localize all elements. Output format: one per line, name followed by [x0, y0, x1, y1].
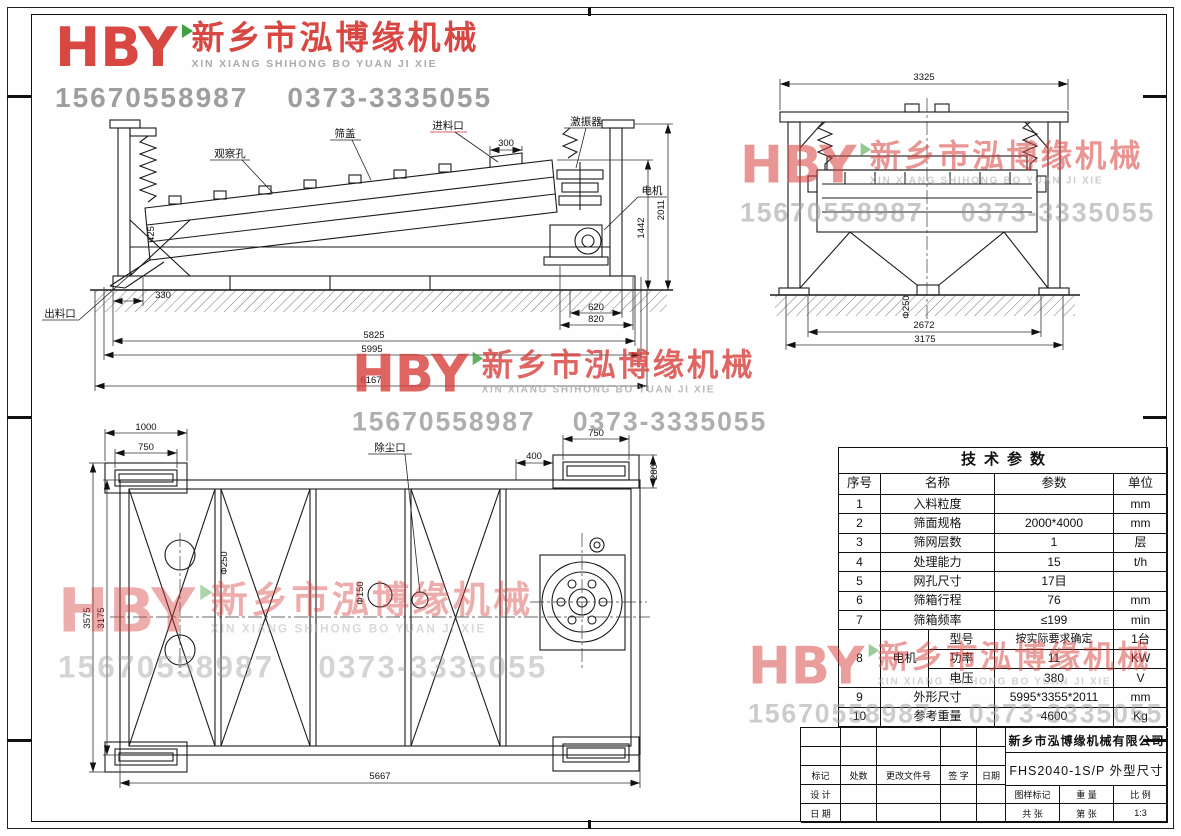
motor-name-cell: 电机: [880, 629, 929, 689]
dim-hole-big: Φ250: [219, 551, 230, 574]
rev-header-sign: 签 字: [941, 766, 977, 785]
col-header-value: 参数: [994, 473, 1114, 495]
dim-slot-left: 750: [138, 442, 154, 453]
end-view-dimension-lines: [779, 79, 1069, 350]
params-title-row: 技术参数: [838, 447, 1168, 474]
centering-mark: [1143, 739, 1167, 742]
centering-mark: [7, 739, 31, 742]
date-label: 日 期: [801, 804, 841, 823]
col-header-unit: 单位: [1113, 473, 1168, 495]
dim-inner-width: 2672: [913, 320, 934, 331]
title-block: 标记 处数 更改文件号 签 字 日期 设 计 日 期 新乡市泓博缘机械有限公司 …: [800, 727, 1168, 823]
mark-label: 图样标记: [1006, 786, 1060, 804]
end-view-structure: [770, 103, 1080, 316]
rev-header-count: 处数: [841, 766, 877, 785]
dim-top-width: 3325: [913, 72, 934, 83]
dim-length-c: 6167: [360, 375, 381, 386]
side-view-part-labels: 观察孔 筛盖 进料口 激振器 电机 出料口: [42, 115, 667, 321]
rev-header-mark: 标记: [801, 766, 841, 785]
label-screen-cover: 筛盖: [335, 127, 356, 140]
sheet-no: 第 张: [1060, 804, 1114, 823]
centering-mark: [1143, 416, 1167, 419]
dim-outer-width: 3575: [82, 607, 93, 628]
rev-header-date: 日期: [977, 766, 1006, 785]
dim-total-height: 2011: [656, 200, 667, 220]
rev-header-docno: 更改文件号: [877, 766, 941, 785]
dim-inlet-width: 300: [498, 138, 514, 149]
scale-value: 1:3: [1114, 804, 1168, 823]
centering-mark: [7, 416, 31, 419]
dim-gap: 400: [526, 451, 542, 462]
top-view-drawing: 1000 750 750 400 280 3575 3175 5667 Φ250…: [82, 422, 660, 788]
col-header-no: 序号: [838, 473, 881, 495]
dim-hole-small: Φ150: [355, 581, 366, 604]
dim-motor-span-b: 820: [588, 314, 604, 325]
dim-base-offset: 330: [155, 290, 171, 301]
side-view-structure: [90, 119, 673, 312]
params-title: 技术参数: [838, 447, 1168, 474]
dim-outer-width: 3175: [914, 334, 935, 345]
centering-mark: [588, 820, 591, 829]
centering-mark: [1143, 95, 1167, 98]
weight-label: 重 量: [1060, 786, 1114, 804]
company-name: 新乡市泓博缘机械有限公司: [1006, 728, 1168, 753]
scale-label: 比 例: [1114, 786, 1168, 804]
top-view-part-labels: 除尘口: [368, 441, 421, 594]
design-label: 设 计: [801, 785, 841, 804]
end-view-drawing: 3325 2672 3175 Φ250: [770, 72, 1080, 350]
dim-end-depth: 425: [146, 226, 157, 242]
label-dust-port: 除尘口: [374, 441, 406, 454]
drawing-number: FHS2040-1S/P 外型尺寸: [1006, 753, 1168, 786]
centering-mark: [588, 7, 591, 16]
label-motor: 电机: [642, 184, 663, 197]
dim-flange-width: 1000: [135, 422, 156, 433]
top-view-dimension-lines: [89, 429, 657, 788]
centering-mark: [7, 95, 31, 98]
params-header-row: 序号 名称 参数 单位: [838, 473, 1168, 495]
dim-slot-right: 750: [588, 428, 604, 439]
dim-length: 5667: [369, 771, 390, 782]
dim-flange-height: 280: [649, 464, 660, 480]
dim-feed-height: 1442: [636, 217, 647, 238]
label-exciter: 激振器: [570, 115, 602, 128]
side-view-dim-labels: 300 330 620 820 5825 5995 6167 1442 2011…: [146, 138, 667, 386]
side-view-drawing: 300 330 620 820 5825 5995 6167 1442 2011…: [42, 115, 673, 391]
table-row-motor: 8 电机 型号 按实际要求确定 1台: [838, 629, 1168, 689]
sheets-total: 共 张: [1006, 804, 1060, 823]
dim-inner-width: 3175: [96, 607, 107, 628]
label-feed-inlet: 进料口: [432, 119, 464, 132]
dim-motor-span-a: 620: [588, 302, 604, 313]
top-view-dim-labels: 1000 750 750 400 280 3575 3175 5667 Φ250…: [82, 422, 660, 782]
end-view-dim-labels: 3325 2672 3175 Φ250: [901, 72, 936, 345]
label-observation-hole: 观察孔: [214, 147, 246, 160]
top-view-structure: [104, 454, 641, 773]
col-header-name: 名称: [880, 473, 995, 495]
side-view-dimension-lines: [94, 123, 673, 391]
dim-length-b: 5995: [361, 344, 382, 355]
dim-length-a: 5825: [363, 330, 384, 341]
label-discharge-outlet: 出料口: [44, 307, 76, 320]
top-view-centerlines: [110, 533, 650, 673]
dim-outlet-dia: Φ250: [901, 295, 912, 318]
